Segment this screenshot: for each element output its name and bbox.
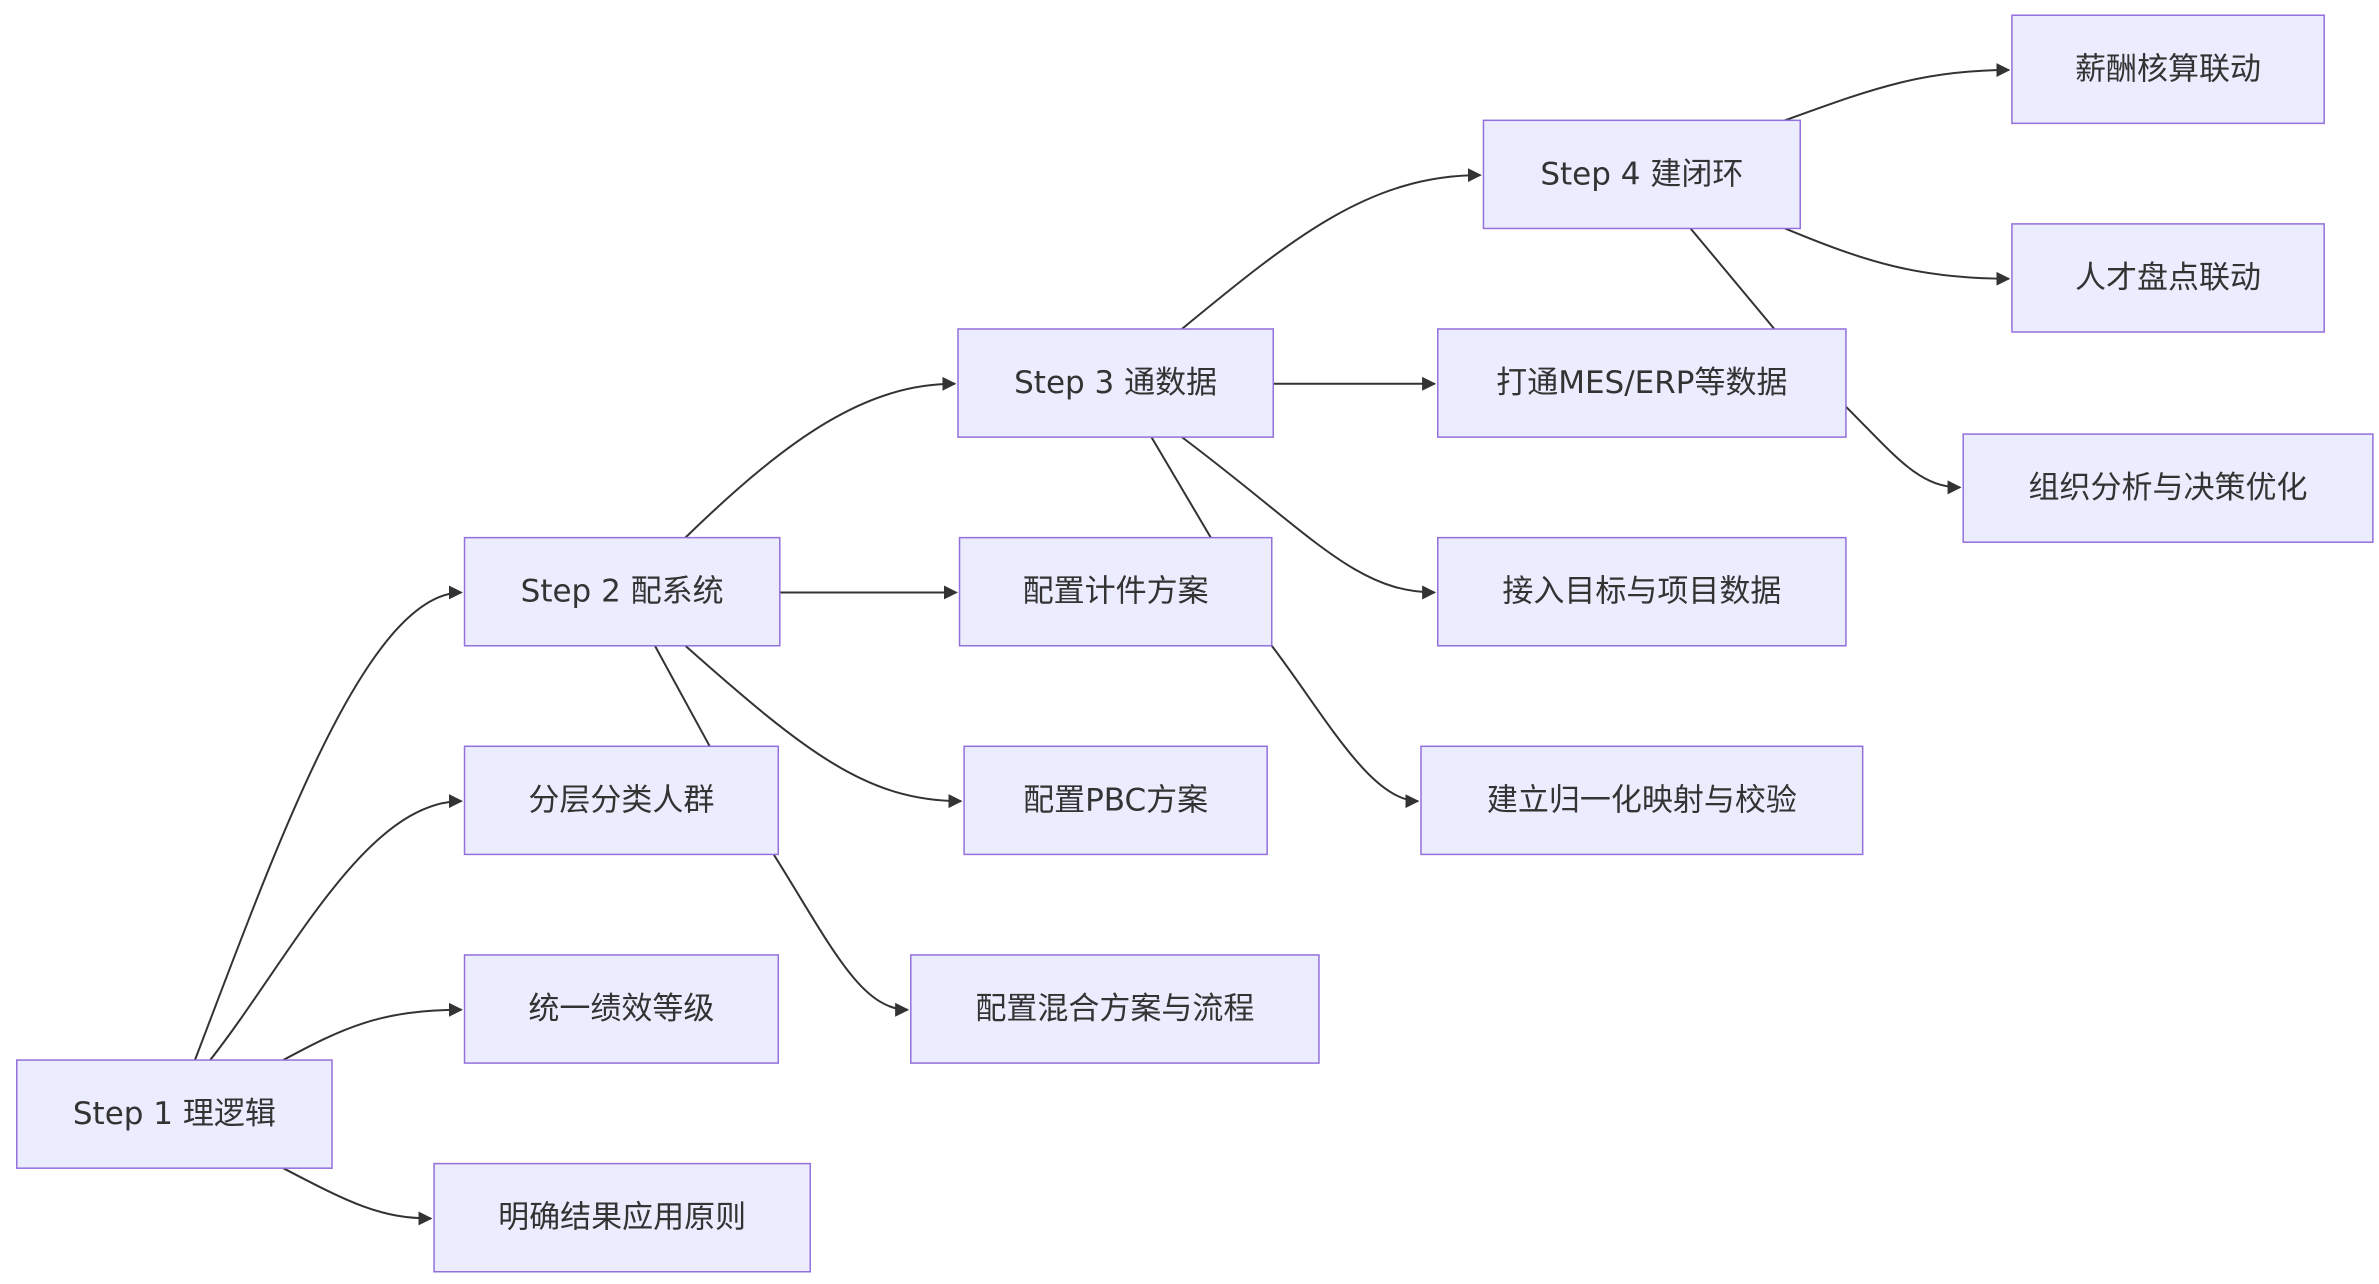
- node-label: 薪酬核算联动: [2075, 51, 2261, 87]
- node-box: [1482, 119, 1801, 230]
- edge-step3-to-target: [1182, 437, 1437, 604]
- node-box: [1962, 433, 2374, 543]
- edge-step1-to-step2: [195, 581, 464, 1060]
- node-grade[interactable]: 统一绩效等级: [463, 954, 780, 1064]
- edge-step2-to-pbc: [685, 646, 964, 812]
- node-mixed[interactable]: 配置混合方案与流程: [910, 954, 1320, 1064]
- node-box: [463, 745, 780, 856]
- edge-step1-to-layer: [210, 790, 464, 1060]
- node-label: Step 4 建闭环: [1540, 156, 1743, 192]
- node-layer[interactable]: 分层分类人群: [463, 745, 780, 856]
- edge-step2-to-mixed: [655, 646, 908, 1010]
- node-box: [2011, 14, 2325, 125]
- node-step3[interactable]: Step 3 通数据: [957, 328, 1275, 438]
- edge-step4-to-org: [1691, 228, 1961, 487]
- node-pbc[interactable]: 配置PBC方案: [963, 745, 1268, 856]
- edges-layer: [195, 59, 2012, 1230]
- node-piece[interactable]: 配置计件方案: [958, 536, 1273, 647]
- node-label: 建立归一化映射与校验: [1487, 782, 1797, 818]
- node-box: [2011, 223, 2325, 333]
- node-box: [957, 328, 1275, 438]
- node-box: [463, 954, 780, 1064]
- node-talent[interactable]: 人才盘点联动: [2011, 223, 2325, 333]
- edge-step3-to-norm: [1151, 437, 1418, 801]
- node-box: [463, 536, 781, 647]
- node-step4[interactable]: Step 4 建闭环: [1482, 119, 1801, 230]
- node-box: [963, 745, 1268, 856]
- node-box: [910, 954, 1320, 1064]
- node-label: 配置PBC方案: [1023, 782, 1208, 818]
- node-norm[interactable]: 建立归一化映射与校验: [1420, 745, 1864, 856]
- edge-step3-to-step4: [1182, 164, 1483, 329]
- edge-step4-to-salary: [1785, 59, 2012, 120]
- node-label: Step 2 配系统: [521, 574, 724, 610]
- node-box: [433, 1162, 812, 1273]
- node-box: [958, 536, 1273, 647]
- edge-step2-to-step3: [685, 373, 958, 538]
- node-label: 统一绩效等级: [528, 991, 714, 1027]
- node-mes[interactable]: 打通MES/ERP等数据: [1437, 328, 1847, 438]
- node-label: 配置计件方案: [1023, 574, 1209, 610]
- node-apply[interactable]: 明确结果应用原则: [433, 1162, 812, 1273]
- node-label: 组织分析与决策优化: [2029, 470, 2308, 506]
- node-label: 打通MES/ERP等数据: [1496, 365, 1787, 401]
- node-label: 人才盘点联动: [2075, 260, 2261, 296]
- node-label: Step 1 理逻辑: [73, 1096, 276, 1132]
- node-box: [16, 1059, 333, 1169]
- node-salary[interactable]: 薪酬核算联动: [2011, 14, 2325, 125]
- node-target[interactable]: 接入目标与项目数据: [1437, 536, 1847, 647]
- node-label: 接入目标与项目数据: [1502, 574, 1781, 610]
- node-box: [1437, 536, 1847, 647]
- node-box: [1437, 328, 1847, 438]
- edge-step1-to-apply: [283, 1168, 434, 1230]
- node-step2[interactable]: Step 2 配系统: [463, 536, 781, 647]
- node-label: 明确结果应用原则: [498, 1200, 746, 1236]
- edge-step4-to-talent: [1785, 228, 2012, 290]
- node-label: 配置混合方案与流程: [975, 991, 1254, 1027]
- node-step1[interactable]: Step 1 理逻辑: [16, 1059, 333, 1169]
- node-box: [1420, 745, 1864, 856]
- node-org[interactable]: 组织分析与决策优化: [1962, 433, 2374, 543]
- node-label: Step 3 通数据: [1014, 365, 1217, 401]
- node-label: 分层分类人群: [528, 782, 714, 818]
- edge-step1-to-grade: [283, 999, 464, 1060]
